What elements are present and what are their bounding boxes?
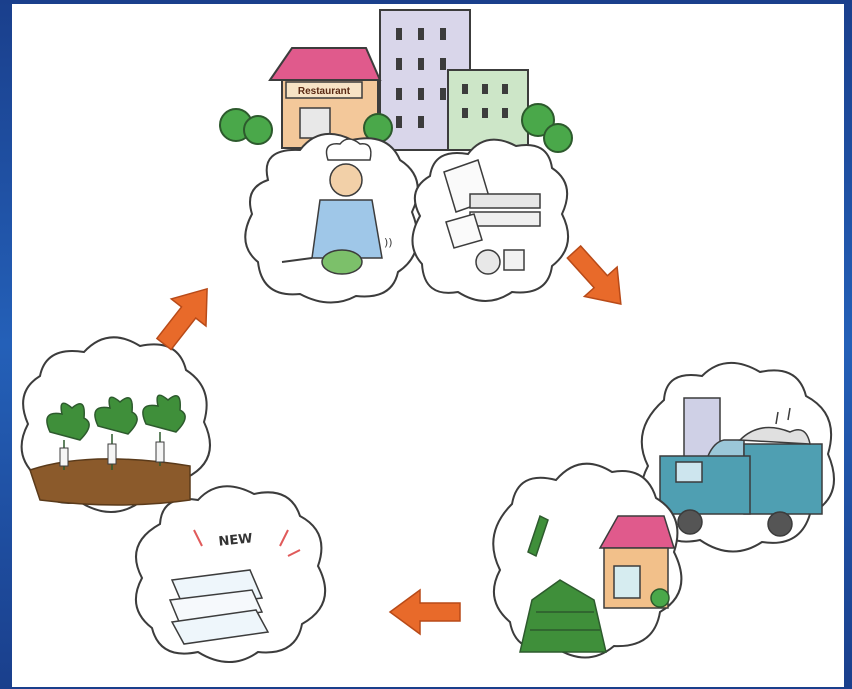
arrow-right-down-icon xyxy=(556,236,638,320)
arrow-left-icon xyxy=(389,589,461,635)
new-label: NEW xyxy=(218,531,253,549)
garbage-truck-icon xyxy=(659,397,823,537)
garbage-truck-cloud xyxy=(640,361,835,553)
new-paper-icon: NEW xyxy=(168,529,301,645)
svg-text:)): )) xyxy=(384,236,393,249)
chef-cloud: )) xyxy=(244,132,419,304)
farm-cloud xyxy=(20,336,211,513)
paper-stack-icon xyxy=(443,159,541,275)
recycling-plant-cloud xyxy=(492,462,683,659)
recycling-plant-icon xyxy=(519,514,676,653)
restaurant-sign-text: Restaurant xyxy=(298,86,351,97)
city-scene: Restaurant xyxy=(219,9,573,153)
chef-icon: )) xyxy=(281,138,393,275)
waste-paper-cloud xyxy=(411,138,570,302)
restaurant-icon: Restaurant xyxy=(268,47,382,149)
vegetable-field-icon xyxy=(29,394,191,506)
green-building-icon xyxy=(447,69,529,151)
new-paper-cloud: NEW xyxy=(134,485,327,663)
